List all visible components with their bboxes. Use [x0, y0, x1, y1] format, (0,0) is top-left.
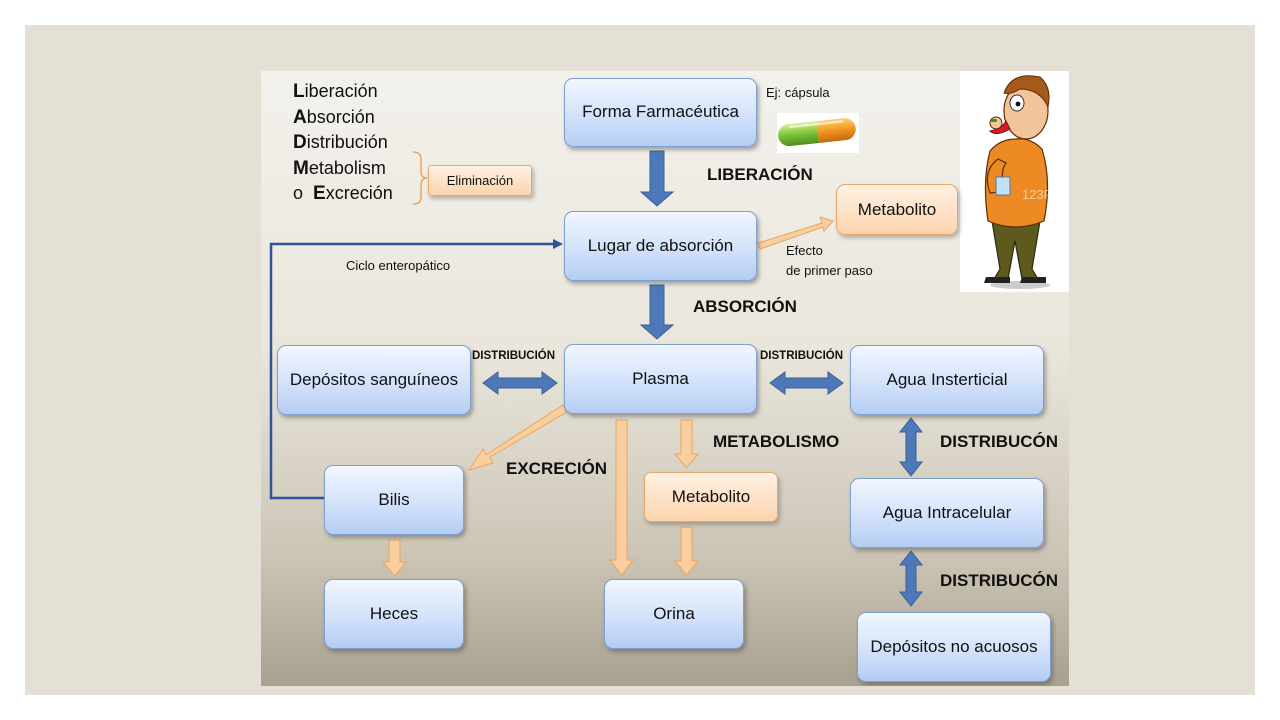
eliminacion-box: Eliminación: [428, 165, 532, 196]
forma-farmaceutica-box: Forma Farmacéutica: [564, 78, 757, 147]
ladme-excrecion: o Excreción: [293, 183, 393, 204]
capsule-image: [777, 113, 859, 153]
heces-box: Heces: [324, 579, 464, 649]
lugar-absorcion-box: Lugar de absorción: [564, 211, 757, 281]
bilis-box: Bilis: [324, 465, 464, 535]
label-excrecion: EXCRECIÓN: [506, 459, 608, 478]
metabolito-top-box: Metabolito: [836, 184, 958, 235]
watermark-text: 123RF: [1022, 187, 1061, 202]
label-distribucion-right: DISTRIBUCIÓN: [760, 350, 844, 362]
arrow-liberacion: [639, 150, 675, 207]
arrow-distribucion-2: [898, 417, 924, 477]
person-illustration: 123RF: [960, 71, 1069, 292]
arrow-metabolito-orina: [673, 526, 700, 576]
arrow-excrecion-bilis: [467, 404, 568, 471]
arrow-distribucion-right: [769, 371, 844, 395]
arrows-layer: [269, 150, 924, 607]
label-ciclo-enteropatico: Ciclo enteropático: [346, 258, 451, 273]
label-distribucion-2: DISTRIBUCÓN: [940, 432, 1059, 451]
arrow-excrecion-orina: [608, 419, 635, 576]
elimination-bracket: [412, 151, 428, 205]
arrow-absorcion: [639, 284, 675, 340]
label-liberacion: LIBERACIÓN: [707, 165, 813, 184]
arrow-distribucion-left: [482, 371, 558, 395]
man-taking-medicine-icon: 123RF: [984, 75, 1061, 289]
ladme-liberacion: Liberación: [293, 81, 378, 102]
arrow-primer-paso: [757, 216, 834, 250]
ladme-absorcion: Absorción: [293, 106, 375, 128]
ladme-metabolismo: Metabolism: [293, 157, 386, 179]
diagram-slide: Liberación Absorción Distribución Metabo…: [261, 71, 1069, 686]
arrow-metabolismo: [673, 419, 700, 469]
agua-intersticial-box: Agua Insterticial: [850, 345, 1044, 415]
capsule-icon: [778, 118, 856, 146]
label-distribucion-left: DISTRIBUCIÓN: [472, 350, 556, 362]
label-distribucion-3: DISTRIBUCÓN: [940, 571, 1059, 590]
label-primer-paso: de primer paso: [786, 263, 873, 278]
example-label: Ej: cápsula: [766, 85, 830, 100]
label-efecto: Efecto: [786, 243, 823, 258]
ladme-list: Liberación Absorción Distribución Metabo…: [293, 79, 393, 207]
depositos-no-acuosos-box: Depósitos no acuosos: [857, 612, 1051, 682]
arrow-distribucion-3: [898, 550, 924, 607]
label-metabolismo: METABOLISMO: [713, 432, 840, 451]
arrow-bilis-heces: [381, 539, 408, 577]
label-absorcion: ABSORCIÓN: [693, 297, 797, 316]
agua-intracelular-box: Agua Intracelular: [850, 478, 1044, 548]
ladme-distribucion: Distribución: [293, 132, 388, 153]
depositos-sanguineos-box: Depósitos sanguíneos: [277, 345, 471, 415]
slide-frame: Liberación Absorción Distribución Metabo…: [25, 25, 1255, 695]
metabolito-mid-box: Metabolito: [644, 472, 778, 522]
orina-box: Orina: [604, 579, 744, 649]
enterohepatic-cycle-line: [269, 239, 563, 500]
plasma-box: Plasma: [564, 344, 757, 414]
